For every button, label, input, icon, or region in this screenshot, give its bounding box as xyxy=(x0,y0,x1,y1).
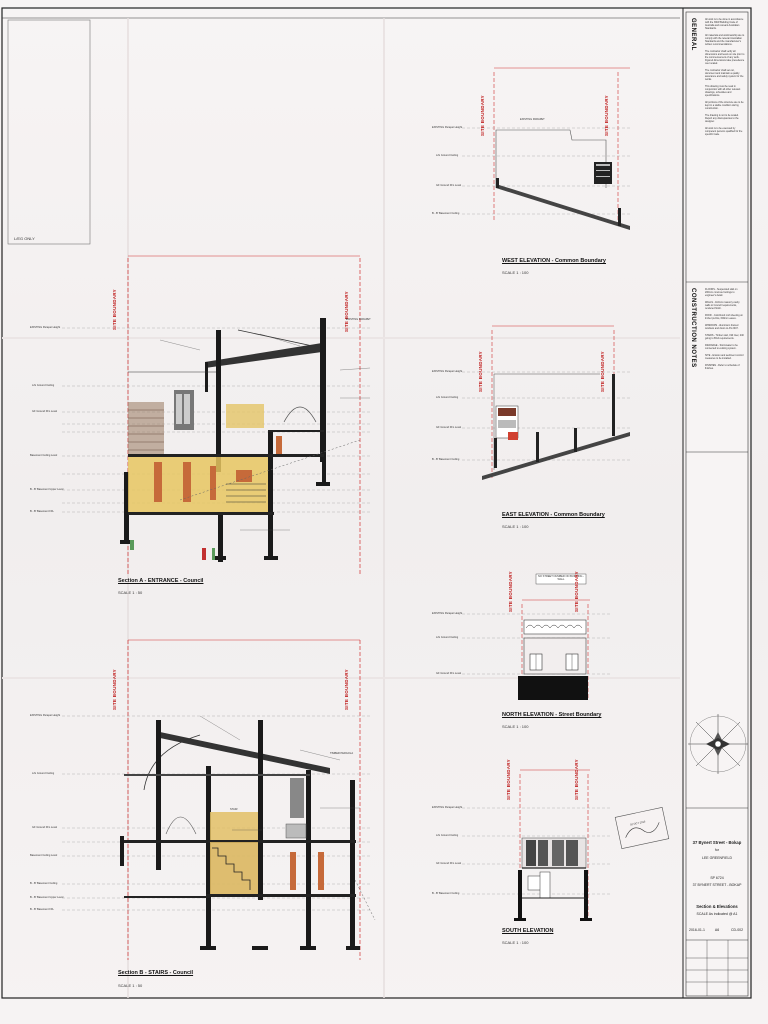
section-a-title: Section A - ENTRANCE - Council xyxy=(118,578,204,584)
east-level-b: B - B' Basement Ceiling xyxy=(432,458,460,461)
drawing-date: 2016-01-1 xyxy=(689,928,705,932)
section-b-level-parapet: EXISTING Parapet Height xyxy=(30,714,61,717)
section-a-level-parapet: EXISTING Parapet Height xyxy=(30,326,61,329)
general-note: The contractor shall verify all dimensio… xyxy=(705,50,745,65)
north-elevation-title: NORTH ELEVATION - Street Boundary xyxy=(502,712,602,718)
west-existing-parapet: EXISTING PARAPET xyxy=(520,118,545,121)
south-level-b: B - B' Basement Ceiling xyxy=(432,892,460,895)
general-note: This drawing must be read in conjunction… xyxy=(705,85,741,97)
construction-note: FLOORS - Suspended slab on 200mm concret… xyxy=(705,288,738,297)
general-note: The drawing is not to be scaled. Report … xyxy=(705,114,739,123)
general-heading: GENERAL xyxy=(690,18,696,51)
west-elevation-scale: SCALE 1 : 100 xyxy=(502,270,529,275)
section-b-stair-label: STAIR xyxy=(230,808,238,811)
construction-note: WALLS - 110mm masonry cavity walls to Co… xyxy=(705,301,740,310)
north-arrow-icon xyxy=(688,714,748,774)
north-level-lg: L/G Ground Ceiling xyxy=(436,636,459,639)
construction-notes-heading: CONSTRUCTION NOTES xyxy=(690,288,696,368)
section-b-level-lg-ceiling: L/G Ground Ceiling xyxy=(32,772,55,775)
section-a-level-lg-ceiling: L/G Ground Ceiling xyxy=(32,384,55,387)
site-address: 37 BYNERT STREET - BOKAP xyxy=(692,883,742,887)
section-a-level-basement-upper: B - B' Basement Upper Level xyxy=(30,488,64,491)
construction-note: SITE - Erosion and sediment control meas… xyxy=(705,354,744,360)
client-name: LEE GREENFIELD xyxy=(702,856,732,860)
section-a-level-basement-ffl: B - B' Basement FFL xyxy=(30,510,54,513)
south-level-parapet: EXISTING Parapet Height xyxy=(432,806,463,809)
west-level-lg: L/G Ground Ceiling xyxy=(436,154,459,157)
general-note: All portions of the structure are to be … xyxy=(705,101,744,110)
section-b-level-basement-upper: B - B' Basement Upper Level xyxy=(30,896,64,899)
drawing-scale: SCALE As indicated @ A1 xyxy=(696,912,738,916)
east-elevation-title: EAST ELEVATION - Common Boundary xyxy=(502,512,605,518)
north-level-gf: GF Ground FFL Level xyxy=(436,672,462,675)
west-elevation-title: WEST ELEVATION - Common Boundary xyxy=(502,258,606,264)
south-elevation-title: SOUTH ELEVATION xyxy=(502,928,554,934)
south-level-lg: L/G Ground Ceiling xyxy=(436,834,459,837)
south-elevation-scale: SCALE 1 : 100 xyxy=(502,940,529,945)
section-a-level-gf: GF Ground FFL Level xyxy=(32,410,58,413)
general-notes: All work is to be done in accordance wit… xyxy=(705,18,745,280)
west-level-b: B - B' Basement Ceiling xyxy=(432,212,460,215)
construction-note: FINISHES - Refer to schedule of finishes… xyxy=(705,364,740,370)
section-a-existing-parapet: EXISTING PARAPET xyxy=(346,318,371,321)
drawing-title: Section & Elevations xyxy=(696,904,738,909)
section-b-title: Section B - STAIRS - Council xyxy=(118,970,194,976)
construction-notes: FLOORS - Suspended slab on 200mm concret… xyxy=(705,288,745,450)
section-a-level-basement-ceiling: Basement Ceiling Level xyxy=(30,454,58,457)
east-level-gf: GF Ground FFL Level xyxy=(436,426,462,429)
title-block: 37 Bynert Street - Bokap for LEE GREENFI… xyxy=(686,810,748,940)
drawing-number: CD-002 xyxy=(730,928,744,932)
construction-note: DRAINAGE - Stormwater to be connected to… xyxy=(705,344,738,350)
general-note: The contractor shall set out, document a… xyxy=(705,69,744,81)
section-b-level-basement-ceiling: Basement Ceiling Level xyxy=(30,854,58,857)
south-level-gf: GF Ground FFL Level xyxy=(436,862,462,865)
east-level-parapet: EXISTING Parapet Height xyxy=(432,370,463,373)
section-b-level-gf: GF Ground FFL Level xyxy=(32,826,58,829)
construction-note: WINDOWS - Aluminium framed windows and d… xyxy=(705,324,739,330)
west-level-gf: GF Ground FFL Level xyxy=(436,184,462,187)
sheet-size: A6 xyxy=(714,928,720,932)
north-elevation-scale: SCALE 1 : 100 xyxy=(502,724,529,729)
project-name: 37 Bynert Street - Bokap xyxy=(692,840,742,845)
construction-note: ROOF - Colorbond roof sheeting on timber… xyxy=(705,314,743,320)
legend-only-label: L/EG ONLY xyxy=(14,236,35,241)
north-street-number-note: NO STREET NUMBER ON BUILDING - WALL xyxy=(538,575,584,581)
general-note: All materials and workmanship are to com… xyxy=(705,34,745,46)
section-b-level-b-ceiling: B - B' Basement Ceiling xyxy=(30,882,58,885)
east-level-lg: L/G Ground Ceiling xyxy=(436,396,459,399)
section-b-timber-pergola: TIMBER PERGOLA xyxy=(330,752,354,755)
west-level-parapet: EXISTING Parapet Height xyxy=(432,126,463,129)
project-for: for xyxy=(714,848,720,852)
section-b-level-basement-ffl: B - B' Basement FFL xyxy=(30,908,54,911)
general-note: All work is to be done in accordance wit… xyxy=(705,18,744,30)
east-elevation-scale: SCALE 1 : 100 xyxy=(502,524,529,529)
lot-number: SP 6724 xyxy=(710,876,724,880)
north-level-parapet: EXISTING Parapet Height xyxy=(432,612,463,615)
section-a-scale: SCALE 1 : 50 xyxy=(118,590,143,595)
section-b-scale: SCALE 1 : 50 xyxy=(118,983,143,988)
general-note: All work is to be executed by competent … xyxy=(705,127,743,136)
construction-note: STAIRS - Timber stair, 190 riser, 240 go… xyxy=(705,334,744,340)
